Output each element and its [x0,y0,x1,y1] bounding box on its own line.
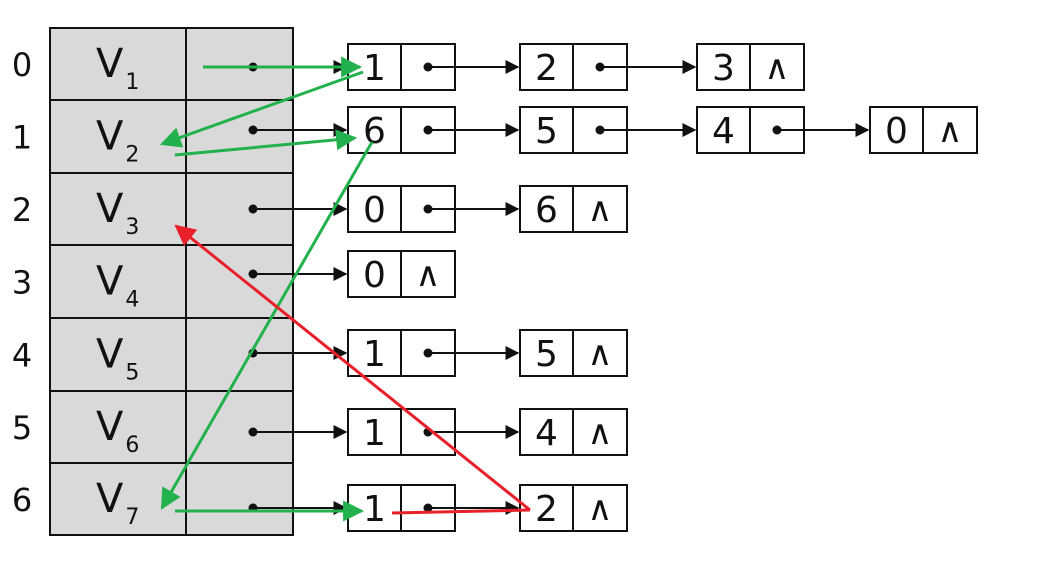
list-node-value: 1 [363,413,386,454]
list-node: 4 [696,106,870,154]
vertex-name-label: V3 [96,186,139,240]
vertex-name-label: V5 [96,332,139,386]
vertex-index-label: 3 [12,264,32,302]
green-arrow-v2-to-node6 [174,129,358,157]
green-arrow-node1-to-v2 [160,70,364,148]
list-node: 2 [519,43,697,91]
nil-pointer-symbol: ∧ [938,111,963,151]
vertex-index-label: 5 [12,409,32,447]
red-line-node1-to-node2 [391,508,531,515]
list-node: 0 [347,185,520,233]
list-node: 6 [347,106,520,154]
nil-pointer-symbol: ∧ [588,413,613,453]
vertex-index-label: 4 [12,337,32,375]
vertex-name-label: V1 [96,41,139,95]
list-node-value: 4 [712,111,735,152]
list-node-value: 6 [363,111,386,152]
list-node-value: 0 [885,111,908,152]
list-node: 1 [347,484,520,532]
traversal-arrows [160,56,531,522]
list-node: 3∧ [696,43,805,91]
vertex-index-label: 1 [12,119,32,157]
list-node-value: 6 [535,190,558,231]
list-node-value: 5 [535,111,558,152]
list-node-value: 3 [712,48,735,89]
list-node: 1 [347,408,520,456]
list-node: 2∧ [519,484,628,532]
vertex-name-label: V2 [96,114,139,168]
vertex-index-label: 0 [12,46,32,84]
vertex-index-label: 6 [12,481,32,519]
green-arrow-node6-to-v7 [160,141,374,510]
list-node-value: 4 [535,413,558,454]
nil-pointer-symbol: ∧ [588,334,613,374]
vertex-name-label: V4 [96,259,139,313]
vertex-name-label: V6 [96,404,139,458]
list-node: 5 [519,106,697,154]
list-node: 0∧ [347,250,456,298]
nil-pointer-symbol: ∧ [588,190,613,230]
list-node-value: 0 [363,255,386,296]
nil-pointer-symbol: ∧ [765,48,790,88]
nil-pointer-symbol: ∧ [588,489,613,529]
list-node-value: 0 [363,190,386,231]
nil-pointer-symbol: ∧ [416,255,441,295]
vertex-table-bg [49,27,294,536]
list-node-value: 2 [535,489,558,530]
red-arrow-node2-to-v3 [174,224,531,512]
list-node: 5∧ [519,329,628,377]
vertex-name-label: V7 [96,476,139,530]
list-node-value: 1 [363,489,386,530]
list-node: 6∧ [519,185,628,233]
list-node-value: 2 [535,48,558,89]
list-node: 0∧ [869,106,978,154]
list-node-value: 5 [535,334,558,375]
list-node-value: 1 [363,48,386,89]
list-node: 4∧ [519,408,628,456]
vertex-table: 0 V1 1 V2 2 V3 3 V4 4 V5 5 V6 6 V7 [12,27,294,536]
list-node: 1 [347,329,520,377]
list-node-value: 1 [363,334,386,375]
vertex-index-label: 2 [12,191,32,229]
list-node: 1 [347,43,520,91]
